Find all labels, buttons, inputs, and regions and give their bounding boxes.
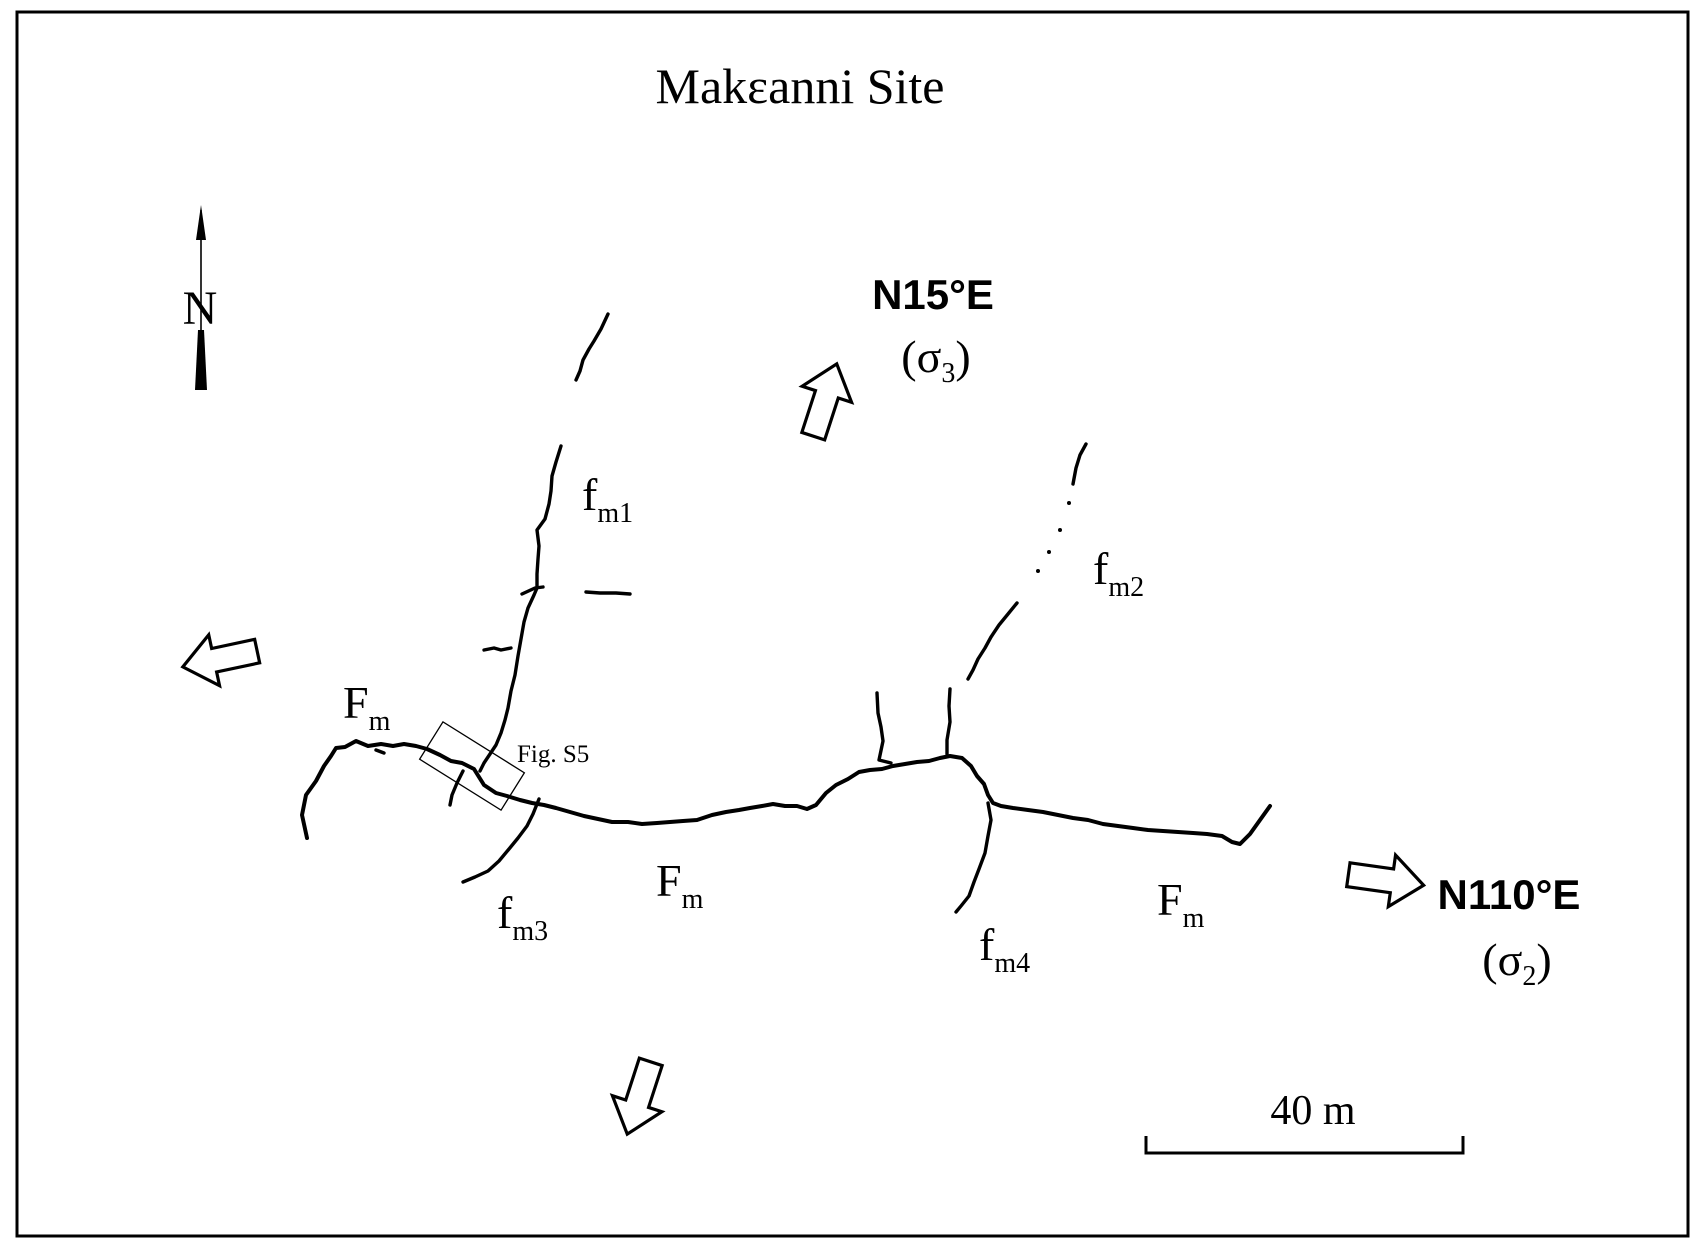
fracture-fm1-splay-a: [520, 585, 545, 596]
label-fm-left: Fm: [343, 677, 391, 737]
fracture-fm3: [461, 797, 541, 884]
open-arrow-icon: [798, 361, 855, 442]
fracture-fm1-main: [478, 444, 563, 773]
scale-bar: 40 m: [1144, 1088, 1465, 1155]
main-fault-splay: [374, 748, 386, 755]
fracture-fm1-splay-b: [482, 646, 513, 652]
fracture-splay-left: [875, 691, 893, 765]
label-fm2: fm2: [1093, 543, 1144, 603]
map-frame: [15, 10, 1690, 1238]
fracture-fm2-dot: [1058, 528, 1062, 532]
sigma3-symbol: (σ3): [901, 331, 970, 389]
sigma3-direction: N15°E: [872, 271, 994, 318]
fracture-fm2-lower: [966, 601, 1019, 681]
fracture-fm1-upper: [574, 312, 610, 382]
label-fm3: fm3: [497, 887, 548, 947]
label-fm-center: Fm: [656, 855, 704, 915]
fracture-fm2-dot: [1036, 569, 1040, 573]
fracture-fm2-dot: [1067, 501, 1071, 505]
fig-s5-label: Fig. S5: [517, 741, 589, 768]
north-arrow-icon: N: [183, 205, 218, 390]
fracture-fm4: [954, 801, 993, 914]
fracture-fm2-upper: [1071, 442, 1088, 486]
open-arrow-icon: [609, 1056, 666, 1137]
map-title: Makεanni Site: [655, 58, 944, 114]
north-label: N: [183, 282, 218, 335]
fracture-fm1-lower: [448, 769, 465, 807]
fracture-splay-right: [945, 687, 952, 756]
sigma2-direction: N110°E: [1438, 871, 1581, 918]
label-fm-right: Fm: [1157, 874, 1205, 934]
scale-bar-label: 40 m: [1270, 1088, 1356, 1134]
fracture-fm1-segment: [584, 590, 632, 596]
label-fm1: fm1: [582, 469, 633, 529]
label-fm4: fm4: [979, 919, 1030, 979]
fig-s5-box: [418, 721, 526, 811]
main-fault-fm: [300, 739, 1272, 846]
open-arrow-icon: [1344, 851, 1427, 910]
fracture-fm2-dot: [1047, 550, 1051, 554]
sigma2-symbol: (σ2): [1482, 934, 1551, 992]
open-arrow-icon: [180, 631, 262, 689]
